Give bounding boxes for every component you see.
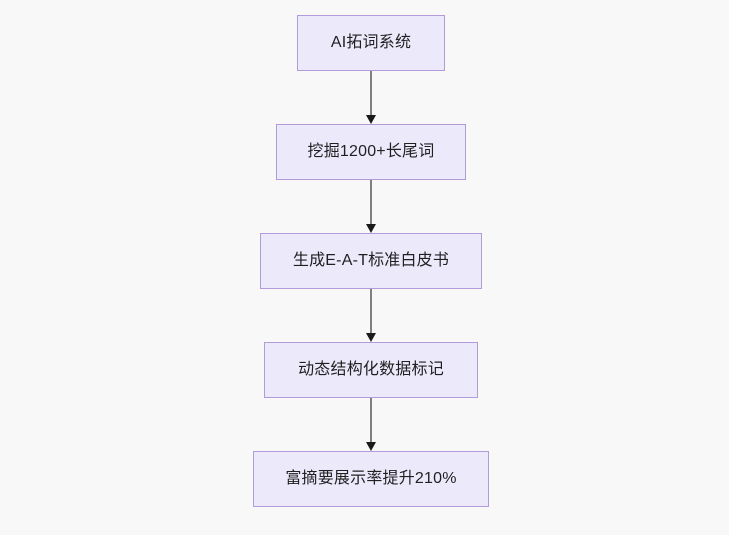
flowchart-node-n1[interactable]: 挖掘1200+长尾词	[276, 124, 466, 180]
flowchart-node-label: 生成E-A-T标准白皮书	[292, 252, 450, 269]
flowchart-node-label: 富摘要展示率提升210%	[285, 470, 457, 487]
flowchart-node-label: 动态结构化数据标记	[298, 361, 444, 378]
edge-line	[370, 398, 372, 442]
flowchart-node-n0[interactable]: AI拓词系统	[297, 15, 445, 71]
flowchart-node-label: 挖掘1200+长尾词	[307, 143, 435, 160]
edge-line	[370, 71, 372, 115]
flowchart-node-label: AI拓词系统	[330, 34, 412, 51]
flowchart-node-n2[interactable]: 生成E-A-T标准白皮书	[260, 233, 482, 289]
arrow-down-icon	[366, 333, 376, 342]
edge-line	[370, 180, 372, 224]
flowchart-node-n4[interactable]: 富摘要展示率提升210%	[253, 451, 489, 507]
arrow-down-icon	[366, 442, 376, 451]
arrow-down-icon	[366, 224, 376, 233]
flowchart-node-n3[interactable]: 动态结构化数据标记	[264, 342, 478, 398]
arrow-down-icon	[366, 115, 376, 124]
edge-line	[370, 289, 372, 333]
